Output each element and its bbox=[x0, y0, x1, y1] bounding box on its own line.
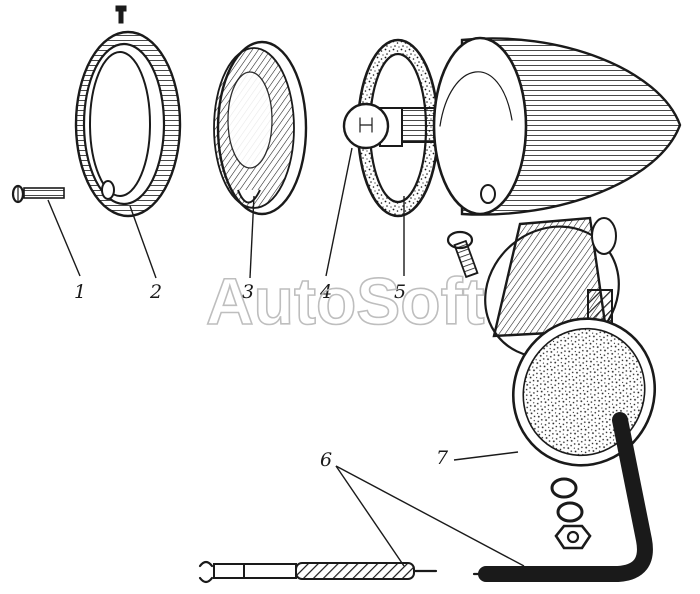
label-part-3: 3 bbox=[242, 281, 254, 303]
label-part-7: 7 bbox=[436, 447, 449, 469]
part-2-rim-ring bbox=[74, 30, 182, 218]
label-part-4: 4 bbox=[319, 281, 332, 303]
part-3-lens bbox=[213, 40, 308, 216]
label-part-2: 2 bbox=[149, 281, 162, 303]
leader-lines bbox=[47, 147, 525, 567]
rim-top-screw bbox=[115, 5, 127, 24]
cable-assembly bbox=[472, 412, 653, 582]
part-6-short-wire bbox=[198, 560, 438, 584]
lamp-housing bbox=[432, 36, 682, 216]
label-part-5: 5 bbox=[394, 281, 406, 303]
part-4-bulb bbox=[342, 102, 453, 150]
watermark-text: AutoSoft bbox=[206, 264, 485, 338]
label-part-1: 1 bbox=[74, 281, 86, 303]
part-1-screw bbox=[11, 184, 65, 204]
label-part-6: 6 bbox=[320, 449, 332, 471]
washers-and-nut bbox=[550, 477, 592, 550]
bracket-bolt bbox=[446, 230, 479, 279]
